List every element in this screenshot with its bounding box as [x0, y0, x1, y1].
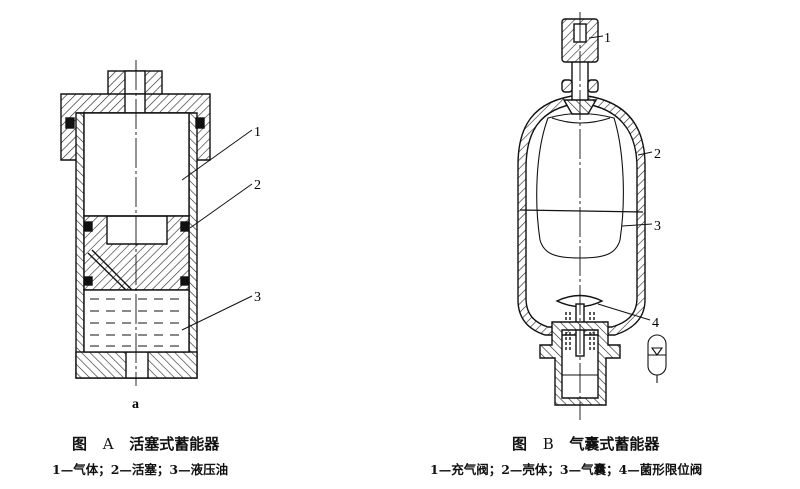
figure-b-name: 气囊式蓄能器 [569, 435, 660, 453]
callout-b-3: 3 [654, 219, 661, 234]
bladder-accumulator-drawing [517, 12, 667, 420]
sub-label-a: a [132, 397, 139, 412]
figure-a-prefix: 图 [72, 435, 88, 453]
figure-a-legend: 1—气体；2—活塞；3—液压油 [52, 462, 229, 477]
callout-a-3: 3 [254, 290, 261, 305]
poppet-valve [555, 294, 604, 308]
figure-b-legend: 1—充气阀；2—壳体；3—气囊；4—菌形限位阀 [430, 462, 703, 477]
callout-b-4: 4 [652, 316, 659, 331]
callout-b-1: 1 [604, 31, 611, 46]
figure-b-letter: B [542, 435, 554, 453]
piston-accumulator-drawing [60, 60, 253, 386]
figure-a-name: 活塞式蓄能器 [129, 435, 220, 453]
hydraulic-oil [83, 289, 190, 353]
accumulator-symbol [647, 334, 667, 383]
callout-a-2: 2 [254, 178, 261, 193]
callout-b-2: 2 [654, 147, 661, 162]
piston [83, 215, 190, 291]
figure-a-letter: A [102, 435, 114, 453]
figure-b-title: 图 B 气囊式蓄能器 [512, 433, 659, 454]
figure-b-prefix: 图 [512, 435, 528, 453]
figure-a-title: 图 A 活塞式蓄能器 [72, 433, 219, 454]
callout-a-1: 1 [254, 125, 261, 140]
